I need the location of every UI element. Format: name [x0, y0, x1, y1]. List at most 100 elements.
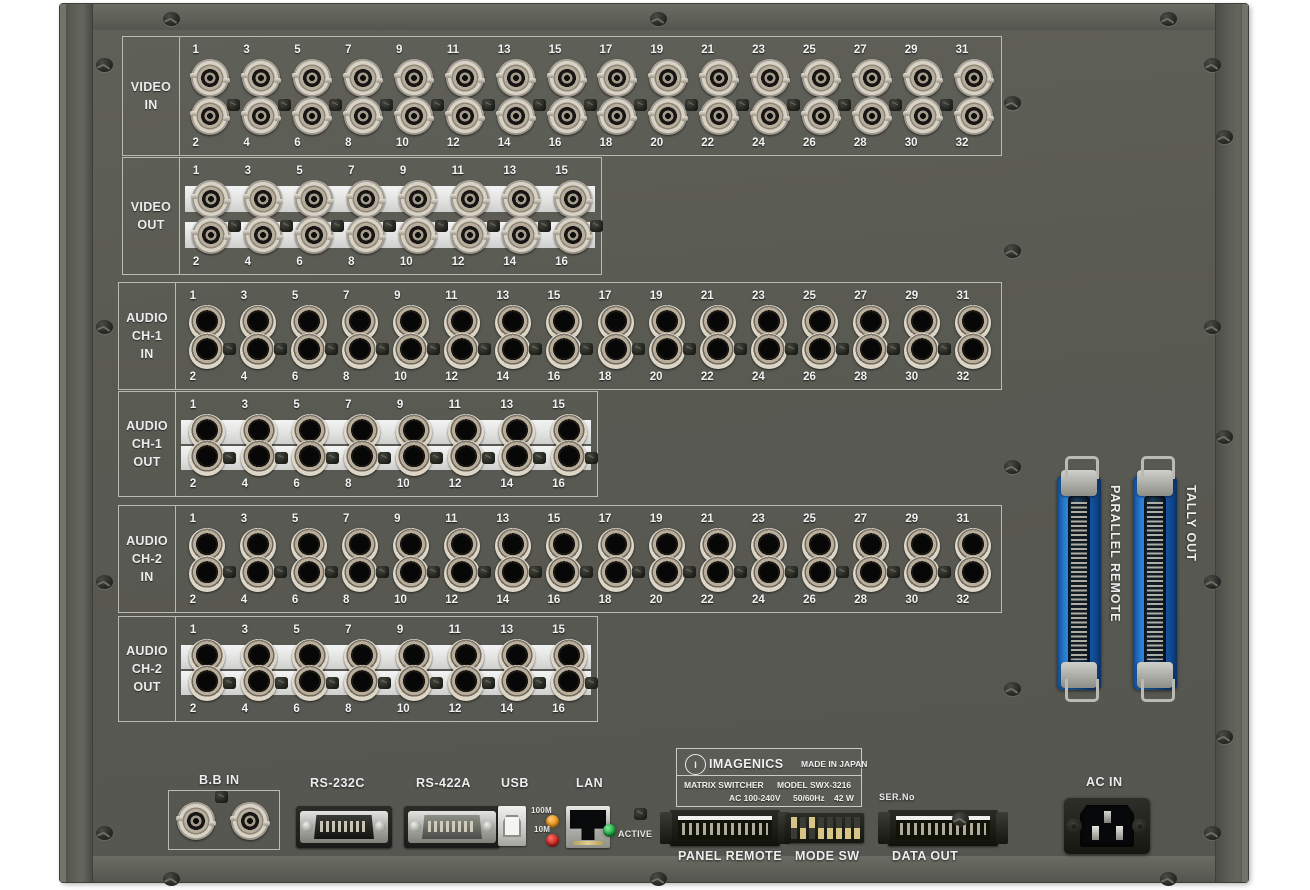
bnc-jack-video-in-26[interactable]	[800, 97, 841, 135]
rca-jack-audio-ch1-in-10[interactable]	[393, 333, 430, 369]
dsub-jackscrew-left[interactable]	[410, 821, 421, 832]
rca-jack-audio-ch1-in-4[interactable]	[239, 333, 276, 369]
rca-jack-audio-ch2-in-20[interactable]	[648, 556, 685, 592]
data-out-header[interactable]	[876, 810, 1010, 846]
rca-jack-audio-ch1-in-18[interactable]	[597, 333, 634, 369]
dsub-jackscrew-left[interactable]	[302, 821, 313, 832]
dip-switch-8[interactable]	[854, 817, 860, 839]
bnc-jack-video-in-11[interactable]	[444, 59, 485, 97]
rca-jack-audio-ch1-out-4[interactable]	[240, 440, 277, 476]
bnc-jack-video-in-13[interactable]	[495, 59, 536, 97]
bnc-jack-video-in-17[interactable]	[597, 59, 638, 97]
bnc-jack-video-in-5[interactable]	[292, 59, 333, 97]
rca-jack-audio-ch2-in-30[interactable]	[904, 556, 941, 592]
bnc-jack-video-in-3[interactable]	[241, 59, 282, 97]
rca-jack-audio-ch1-in-12[interactable]	[444, 333, 481, 369]
rca-jack-audio-ch2-in-26[interactable]	[802, 556, 839, 592]
bnc-jack-video-in-27[interactable]	[851, 59, 892, 97]
rca-jack-audio-ch2-out-4[interactable]	[240, 665, 277, 701]
dip-switch-3[interactable]	[809, 817, 815, 839]
panel-remote-header[interactable]	[658, 810, 792, 846]
rca-jack-audio-ch1-in-14[interactable]	[495, 333, 532, 369]
rca-jack-audio-ch1-in-20[interactable]	[648, 333, 685, 369]
bnc-jack-video-out-4[interactable]	[242, 216, 283, 254]
ac-inlet[interactable]	[1064, 798, 1150, 854]
rca-jack-audio-ch2-out-10[interactable]	[395, 665, 432, 701]
bnc-jack-video-in-12[interactable]	[444, 97, 485, 135]
rca-jack-audio-ch2-out-8[interactable]	[344, 665, 381, 701]
bnc-jack-bb-in-1[interactable]	[176, 802, 216, 840]
bnc-jack-video-in-1[interactable]	[190, 59, 231, 97]
rs232c-port[interactable]	[296, 806, 392, 848]
bnc-jack-video-in-7[interactable]	[343, 59, 384, 97]
bnc-jack-video-in-20[interactable]	[648, 97, 689, 135]
bnc-jack-video-out-2[interactable]	[190, 216, 231, 254]
centronics-bail-wire-bottom[interactable]	[1065, 679, 1099, 702]
centronics-bail-wire-bottom[interactable]	[1141, 679, 1175, 702]
bnc-jack-video-out-15[interactable]	[553, 180, 594, 218]
idc-ejector-left[interactable]	[660, 812, 672, 844]
dip-switch-1[interactable]	[791, 817, 797, 839]
bnc-jack-video-in-6[interactable]	[292, 97, 333, 135]
dip-switch-6[interactable]	[836, 817, 842, 839]
rca-jack-audio-ch1-out-8[interactable]	[344, 440, 381, 476]
bnc-jack-video-in-28[interactable]	[851, 97, 892, 135]
mode-sw-dip-switch[interactable]	[786, 813, 864, 843]
rca-jack-audio-ch2-in-2[interactable]	[188, 556, 225, 592]
bnc-jack-video-out-1[interactable]	[190, 180, 231, 218]
bnc-jack-video-out-3[interactable]	[242, 180, 283, 218]
rca-jack-audio-ch2-in-18[interactable]	[597, 556, 634, 592]
rca-jack-audio-ch1-in-6[interactable]	[290, 333, 327, 369]
rs422a-port[interactable]	[404, 806, 500, 848]
bnc-jack-video-out-14[interactable]	[501, 216, 542, 254]
centronics-clip-bottom[interactable]	[1061, 662, 1097, 688]
rca-jack-audio-ch1-in-32[interactable]	[955, 333, 992, 369]
rca-jack-audio-ch1-in-24[interactable]	[750, 333, 787, 369]
rca-jack-audio-ch1-out-2[interactable]	[188, 440, 225, 476]
dip-switch-5[interactable]	[827, 817, 833, 839]
centronics-connector-parallel-remote[interactable]	[1057, 456, 1101, 702]
rca-jack-audio-ch2-out-12[interactable]	[447, 665, 484, 701]
rca-jack-audio-ch1-in-26[interactable]	[802, 333, 839, 369]
dip-switch-7[interactable]	[845, 817, 851, 839]
bnc-jack-video-in-14[interactable]	[495, 97, 536, 135]
bnc-jack-video-in-23[interactable]	[750, 59, 791, 97]
bnc-jack-video-in-9[interactable]	[393, 59, 434, 97]
bnc-jack-video-out-6[interactable]	[294, 216, 335, 254]
bnc-jack-video-out-13[interactable]	[501, 180, 542, 218]
bnc-jack-video-out-8[interactable]	[346, 216, 387, 254]
bnc-jack-video-in-4[interactable]	[241, 97, 282, 135]
rca-jack-audio-ch1-out-10[interactable]	[395, 440, 432, 476]
bnc-jack-video-in-15[interactable]	[546, 59, 587, 97]
dsub-jackscrew-right[interactable]	[375, 821, 386, 832]
lan-rj45-port[interactable]	[566, 806, 610, 848]
rca-jack-audio-ch1-in-16[interactable]	[546, 333, 583, 369]
bnc-jack-video-in-32[interactable]	[953, 97, 994, 135]
rca-jack-audio-ch2-in-16[interactable]	[546, 556, 583, 592]
rca-jack-audio-ch2-in-22[interactable]	[699, 556, 736, 592]
rca-jack-audio-ch2-in-32[interactable]	[955, 556, 992, 592]
rca-jack-audio-ch2-in-8[interactable]	[341, 556, 378, 592]
bnc-jack-video-in-22[interactable]	[699, 97, 740, 135]
bnc-jack-video-in-29[interactable]	[902, 59, 943, 97]
centronics-bail-wire-top[interactable]	[1141, 456, 1175, 479]
rca-jack-audio-ch1-out-6[interactable]	[292, 440, 329, 476]
bnc-jack-video-in-24[interactable]	[750, 97, 791, 135]
bnc-jack-video-in-18[interactable]	[597, 97, 638, 135]
bnc-jack-video-out-16[interactable]	[553, 216, 594, 254]
rca-jack-audio-ch2-in-6[interactable]	[290, 556, 327, 592]
rca-jack-audio-ch2-in-4[interactable]	[239, 556, 276, 592]
rca-jack-audio-ch1-in-28[interactable]	[853, 333, 890, 369]
bnc-jack-video-in-31[interactable]	[953, 59, 994, 97]
bnc-jack-video-out-5[interactable]	[294, 180, 335, 218]
rca-jack-audio-ch2-in-24[interactable]	[750, 556, 787, 592]
bnc-jack-video-in-8[interactable]	[343, 97, 384, 135]
rca-jack-audio-ch2-in-12[interactable]	[444, 556, 481, 592]
bnc-jack-video-in-2[interactable]	[190, 97, 231, 135]
bnc-jack-video-in-10[interactable]	[393, 97, 434, 135]
rca-jack-audio-ch2-in-14[interactable]	[495, 556, 532, 592]
bnc-jack-video-in-19[interactable]	[648, 59, 689, 97]
centronics-connector-tally-out[interactable]	[1133, 456, 1177, 702]
bnc-jack-video-out-12[interactable]	[449, 216, 490, 254]
centronics-bail-wire-top[interactable]	[1065, 456, 1099, 479]
